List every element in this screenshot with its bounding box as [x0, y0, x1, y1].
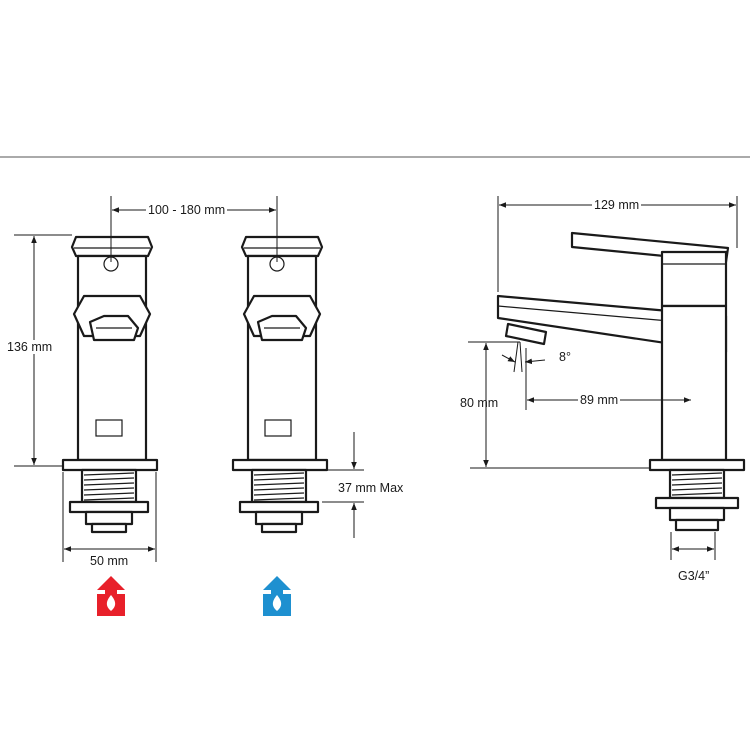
label-spout-angle: 8°: [559, 350, 571, 364]
label-spout-reach: 89 mm: [578, 393, 621, 407]
label-tap-spacing: 100 - 180 mm: [146, 203, 228, 217]
dim-thread-length: [322, 432, 364, 538]
dim-spout-angle: [501, 341, 546, 373]
label-connection-thread: G3/4”: [678, 569, 710, 583]
dim-base-width: [62, 472, 157, 562]
pillar-tap-cold: [231, 235, 329, 534]
label-thread-length: 37 mm Max: [338, 481, 404, 495]
cold-water-icon: [263, 576, 291, 616]
label-mixer-length: 129 mm: [592, 198, 642, 212]
hot-water-icon: [97, 576, 125, 616]
dim-spout-height: [468, 341, 650, 469]
label-base-width: 50 mm: [88, 554, 131, 568]
dim-connection-thread: [670, 532, 716, 560]
mixer-side-view: [496, 231, 746, 532]
label-tap-height: 136 mm: [5, 340, 55, 354]
label-spout-height: 80 mm: [460, 396, 499, 410]
pillar-tap-hot: [61, 235, 159, 534]
